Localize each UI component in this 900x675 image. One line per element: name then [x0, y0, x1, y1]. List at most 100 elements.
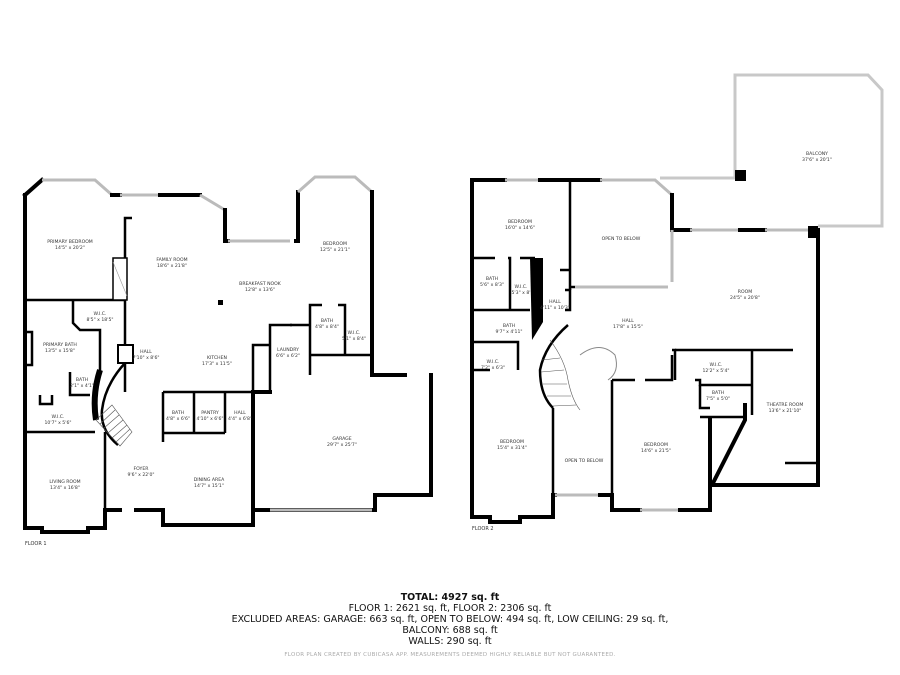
room-label-text: 14'5" x 20'2" [55, 245, 85, 251]
room-label-text: W.I.C. [515, 284, 528, 290]
room-label-text: 7'10" x 8'6" [132, 355, 159, 361]
room-label-text: W.I.C. [487, 359, 500, 365]
room-label-text: PRIMARY BEDROOM [47, 239, 93, 245]
room-label-text: 13'4" x 16'8" [50, 485, 80, 491]
room-label-text: 12'5" x 21'1" [320, 247, 350, 253]
floor-2-plan: FLOOR 2 [470, 73, 884, 532]
room-label-text: BATH [503, 323, 515, 329]
room-label-text: 15'4" x 31'4" [497, 445, 527, 451]
floor-1-plan: FLOOR 1 [22, 175, 433, 547]
room-label-text: HALL [234, 410, 246, 416]
room-label-text: W.I.C. [348, 330, 361, 336]
room-label-text: 14'6" x 21'5" [641, 448, 671, 454]
room-label-text: HALL [622, 318, 634, 324]
room-label: OPEN TO BELOW [565, 458, 604, 464]
room-label-text: 12'2" x 5'4" [702, 368, 729, 374]
room-label-text: BATH [321, 318, 333, 324]
room-label-text: BEDROOM [323, 241, 347, 247]
room-label-text: BEDROOM [508, 219, 532, 225]
floor-areas: FLOOR 1: 2621 sq. ft, FLOOR 2: 2306 sq. … [348, 603, 552, 614]
room-label-text: 14'7" x 15'1" [194, 483, 224, 489]
room-label: W.I.C.5'3" x 8' [511, 284, 530, 296]
room-label-text: 5'6" x 8'3" [480, 282, 504, 288]
room-label-text: 17'8" x 15'5" [613, 324, 643, 330]
room-label-text: 18'6" x 21'8" [157, 263, 187, 269]
room-label-text: 4'11" x 10'3" [540, 305, 570, 311]
room-label-text: GARAGE [332, 436, 351, 442]
room-label-text: PRIMARY BATH [43, 342, 77, 348]
room-label-text: 37'6" x 20'1" [802, 157, 832, 163]
room-label-text: 7'2" x 6'3" [481, 365, 505, 371]
room-label-text: 29'7" x 25'7" [327, 442, 357, 448]
room-label-text: BATH [712, 390, 724, 396]
floor-1-label: FLOOR 1 [25, 541, 47, 547]
excluded-areas: EXCLUDED AREAS: GARAGE: 663 sq. ft, OPEN… [231, 614, 669, 625]
room-label-text: BEDROOM [644, 442, 668, 448]
walls-area: WALLS: 290 sq. ft [408, 636, 492, 647]
room-label-text: OPEN TO BELOW [602, 236, 641, 242]
room-label-text: 10'7" x 5'6" [44, 420, 71, 426]
room-label-text: BATH [76, 377, 88, 383]
disclaimer: FLOOR PLAN CREATED BY CUBICASA APP. MEAS… [284, 652, 616, 658]
room-label-text: HALL [140, 349, 152, 355]
room-label-text: ROOM [738, 289, 752, 295]
room-label-text: BEDROOM [500, 439, 524, 445]
room-label-text: 5'3" x 8' [511, 290, 530, 296]
room-label: W.I.C.12'2" x 5'4" [702, 362, 729, 374]
room-label: W.I.C.8'5" x 18'5" [86, 311, 113, 323]
room-label-text: 4'10" x 6'6" [196, 416, 223, 422]
room-label-text: HALL [549, 299, 561, 305]
room-label-text: 12'8" x 13'6" [245, 287, 275, 293]
room-label-text: KITCHEN [207, 355, 227, 361]
room-label-text: 9'7" x 4'11" [495, 329, 522, 335]
room-label: OPEN TO BELOW [602, 236, 641, 242]
room-label-text: BATH [172, 410, 184, 416]
room-label-text: 24'5" x 20'8" [730, 295, 760, 301]
room-label-text: 4'8" x 8'4" [315, 324, 339, 330]
balcony-area: BALCONY: 688 sq. ft [402, 625, 498, 636]
area-summary: TOTAL: 4927 sq. ft FLOOR 1: 2621 sq. ft,… [0, 592, 900, 647]
room-label-text: LIVING ROOM [49, 479, 80, 485]
room-label-text: W.I.C. [52, 414, 65, 420]
room-label-text: 13'5" x 15'8" [45, 348, 75, 354]
room-label-text: W.I.C. [710, 362, 723, 368]
room-label: W.I.C.5'1" x 8'4" [342, 330, 366, 342]
total-area: TOTAL: 4927 sq. ft [400, 592, 500, 603]
room-label-text: 5'1" x 8'4" [342, 336, 366, 342]
room-label-text: DINING AREA [194, 477, 225, 483]
room-label-text: BATH [486, 276, 498, 282]
room-label: W.I.C.10'7" x 5'6" [44, 414, 71, 426]
room-label-text: 6'6" x 6'2" [276, 353, 300, 359]
room-label-text: 4'8" x 6'6" [166, 416, 190, 422]
room-label-text: W.I.C. [94, 311, 107, 317]
room-label-text: 9'6" x 22'0" [127, 472, 154, 478]
room-label-text: LAUNDRY [277, 347, 299, 353]
